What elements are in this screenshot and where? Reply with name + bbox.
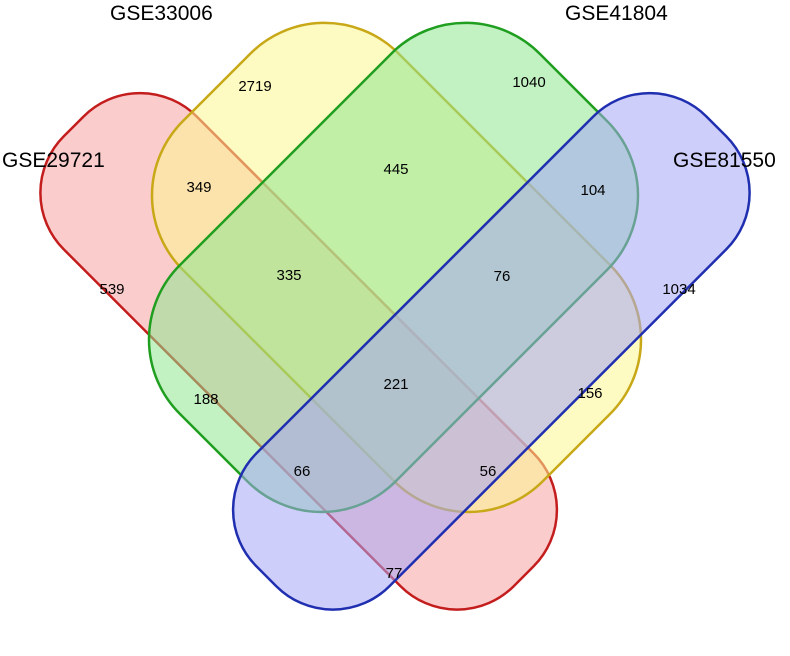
- region-count-29721-33006-81550: 56: [480, 463, 497, 480]
- set-label-gse33006: GSE33006: [110, 2, 213, 25]
- set-labels: GSE33006 GSE41804 GSE29721 GSE81550: [2, 2, 776, 172]
- set-label-gse29721: GSE29721: [2, 149, 105, 172]
- set-shapes: [39, 21, 751, 611]
- region-count-all-four: 221: [383, 376, 408, 393]
- region-counts: 2719 1040 539 1034 349 445 104 335 76 18…: [99, 74, 695, 582]
- region-count-41804-81550: 104: [580, 182, 605, 199]
- region-count-29721-41804-81550: 66: [294, 463, 311, 480]
- region-count-33006-81550: 156: [577, 385, 602, 402]
- region-count-29721-81550: 77: [386, 565, 403, 582]
- set-shape-gse81550: [231, 91, 751, 611]
- region-count-29721-41804: 188: [193, 391, 218, 408]
- region-count-33006-41804-81550: 76: [494, 268, 511, 285]
- region-count-29721-33006-41804: 335: [276, 267, 301, 284]
- region-count-29721-33006: 349: [186, 179, 211, 196]
- region-count-gse41804-only: 1040: [512, 74, 545, 91]
- region-count-gse33006-only: 2719: [238, 78, 271, 95]
- set-label-gse81550: GSE81550: [673, 149, 776, 172]
- region-count-gse81550-only: 1034: [662, 281, 695, 298]
- region-count-gse29721-only: 539: [99, 281, 124, 298]
- region-count-33006-41804: 445: [383, 161, 408, 178]
- set-label-gse41804: GSE41804: [565, 2, 668, 25]
